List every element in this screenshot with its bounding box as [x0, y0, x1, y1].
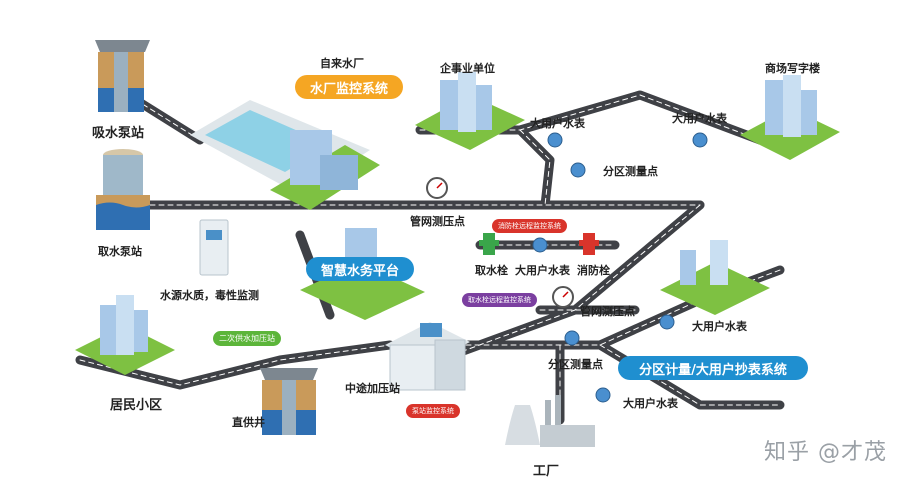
booster-station-icon — [385, 322, 470, 391]
water-meter-icon — [595, 387, 611, 403]
right-buildings-icon — [660, 240, 770, 315]
water-meter-icon — [570, 162, 586, 178]
source-quality-label: 水源水质，毒性监测 — [160, 289, 259, 302]
water-meter-icon — [692, 132, 708, 148]
water-quality-monitor-icon — [199, 219, 229, 276]
intake-pump-station-2-icon — [96, 149, 150, 230]
pressure-point-label-1: 管网测压点 — [410, 215, 465, 228]
plant-monitor-pill: 水厂监控系统 — [295, 75, 403, 99]
direct-well-label: 直供井 — [232, 416, 265, 429]
zone-metering-pill: 分区计量/大用户抄表系统 — [618, 356, 808, 380]
hydrant-red-icon — [579, 233, 599, 255]
zone-point-label-2: 分区测量点 — [548, 358, 603, 371]
water-meter-icon — [659, 314, 675, 330]
hydrant-remote-badge: 消防栓远程监控系统 — [492, 219, 567, 233]
big-meter-label-3: 大用户水表 — [515, 264, 570, 277]
water-plant-icon — [190, 100, 380, 210]
hydrant-green-icon — [479, 233, 499, 255]
smart-platform-pill: 智慧水务平台 — [306, 257, 414, 281]
pressure-gauge-2-icon — [552, 286, 574, 308]
hydrant-intake-remote-badge: 取水栓远程监控系统 — [462, 293, 537, 307]
factory-label: 工厂 — [533, 464, 560, 479]
commercial-buildings-icon — [740, 75, 840, 160]
hydrant-right-label: 消防栓 — [577, 264, 610, 277]
big-meter-label-2: 大用户水表 — [672, 112, 727, 125]
enterprise-buildings-icon — [415, 72, 525, 150]
big-meter-label-5: 大用户水表 — [623, 397, 678, 410]
hydrant-left-label: 取水栓 — [475, 264, 508, 277]
big-meter-label-1: 大用户水表 — [530, 117, 585, 130]
residential-label: 居民小区 — [110, 398, 163, 413]
booster-station-label: 中途加压站 — [345, 382, 400, 395]
secondary-supply-badge: 二次供水加压站 — [213, 331, 281, 346]
intake-pump-2-label: 取水泵站 — [98, 245, 142, 258]
intake-pump-station-icon — [95, 40, 150, 112]
commercial-label: 商场写字楼 — [765, 62, 820, 75]
big-meter-label-4: 大用户水表 — [692, 320, 747, 333]
water-meter-icon — [547, 132, 563, 148]
water-meter-icon — [532, 237, 548, 253]
residential-buildings-icon — [75, 295, 175, 375]
zone-point-label-1: 分区测量点 — [603, 165, 658, 178]
factory-icon — [505, 395, 595, 447]
watermark: 知乎 @才茂 — [764, 440, 887, 465]
pressure-point-label-2: 管网测压点 — [580, 305, 635, 318]
direct-well-icon — [260, 368, 318, 435]
pressure-gauge-icon — [426, 177, 448, 199]
enterprise-label: 企事业单位 — [440, 62, 495, 75]
water-meter-icon — [564, 330, 580, 346]
water-plant-label: 自来水厂 — [320, 57, 364, 70]
pump-monitor-badge: 泵站监控系统 — [406, 404, 460, 418]
intake-pump-station-label: 吸水泵站 — [92, 126, 145, 141]
